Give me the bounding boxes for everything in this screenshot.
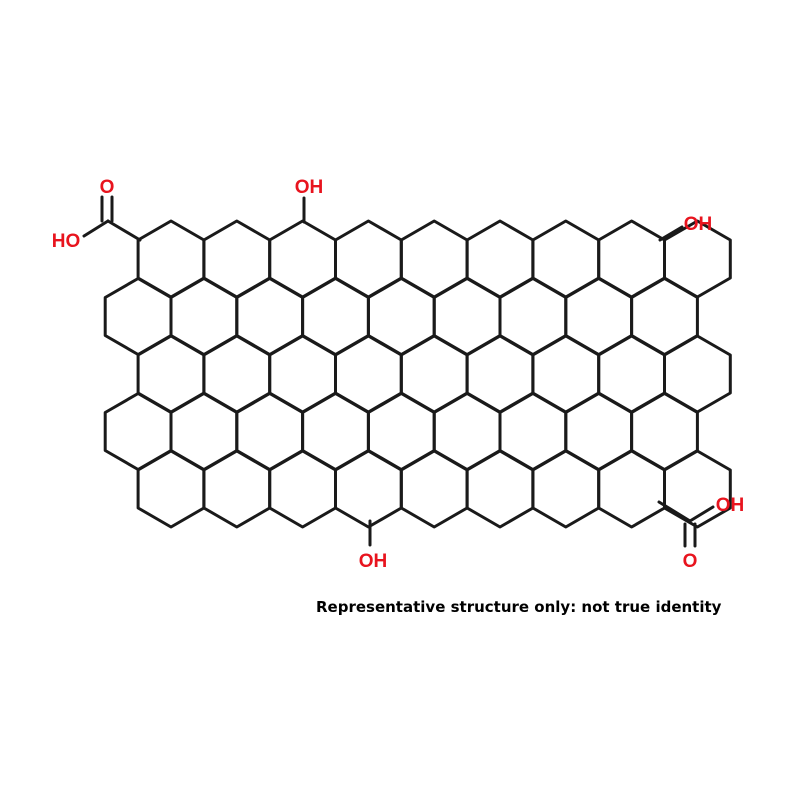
cooh-right-oh-bond <box>688 505 715 523</box>
cooh-right-carbonyl-o: O <box>683 551 698 572</box>
cooh-left-oh-bond <box>82 219 110 238</box>
cooh-left-hydroxyl: HO <box>52 231 81 252</box>
oh-right-label: OH <box>684 214 713 235</box>
cooh-left-bond <box>106 219 142 242</box>
disclaimer-caption: Representative structure only: not true … <box>316 598 722 616</box>
hexagon-lattice <box>103 219 732 529</box>
oh-right-bond <box>658 225 684 242</box>
oh-top-label: OH <box>295 177 324 198</box>
substituent-bonds <box>82 195 715 548</box>
oh-bottom-label: OH <box>359 551 388 572</box>
cooh-left-carbonyl-o: O <box>100 177 115 198</box>
heteroatom-labels: O HO OH OH OH OH O <box>52 177 745 572</box>
cooh-right-hydroxyl: OH <box>716 495 745 516</box>
hexagon-ring <box>663 449 732 529</box>
cooh-right-bond <box>657 500 692 523</box>
